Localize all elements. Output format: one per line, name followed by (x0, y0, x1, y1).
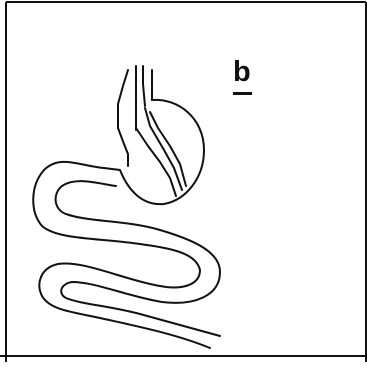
panel-label: b (233, 58, 251, 87)
small-intestine (33, 162, 220, 348)
panel-label-underline (233, 92, 252, 95)
frame-border (0, 2, 366, 362)
